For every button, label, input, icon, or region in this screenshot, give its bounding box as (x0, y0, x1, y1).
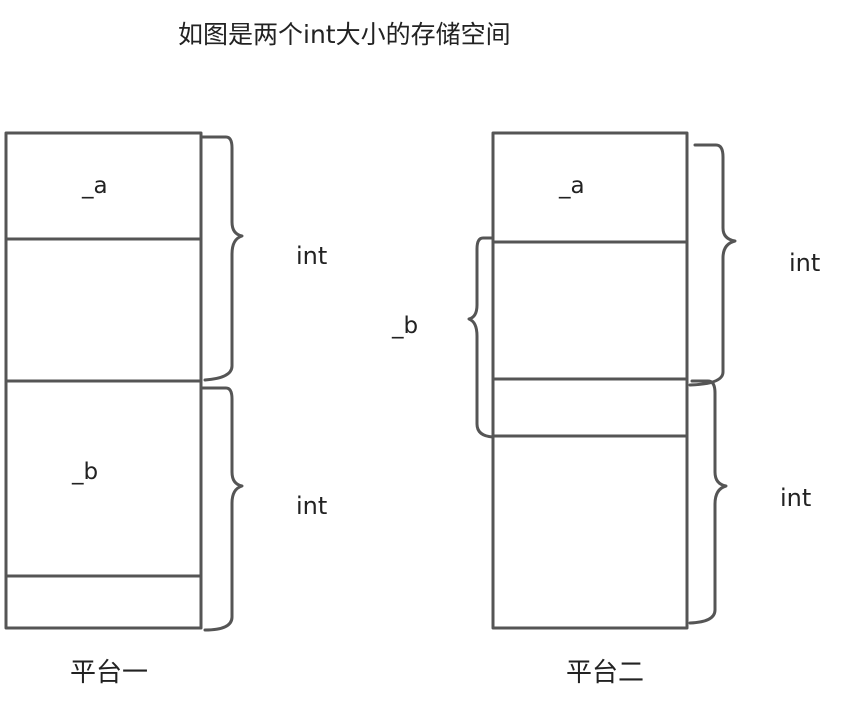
platform-one-var-a-label: _a (82, 173, 108, 199)
platform-two-brace-top (688, 143, 737, 387)
platform-one-name: 平台一 (70, 658, 149, 688)
platform-two-var-b-label: _b (392, 313, 419, 339)
platform-one-var-b-label: _b (72, 459, 99, 485)
platform-one-int-top-label: int (296, 242, 328, 270)
platform-two-brace-bottom (688, 379, 728, 625)
platform-two-var-a-label: _a (559, 173, 585, 199)
platform-two-brace-b (467, 236, 495, 439)
platform-one-int-bottom-label: int (296, 492, 328, 520)
platform-one-brace-top (199, 135, 244, 382)
platform-one-brace-bottom (199, 386, 244, 632)
platform-two-int-bottom-label: int (780, 484, 812, 512)
platform-two-name: 平台二 (566, 658, 645, 688)
page-title: 如图是两个int大小的存储空间 (178, 20, 511, 49)
platform-two-int-top-label: int (789, 249, 821, 277)
